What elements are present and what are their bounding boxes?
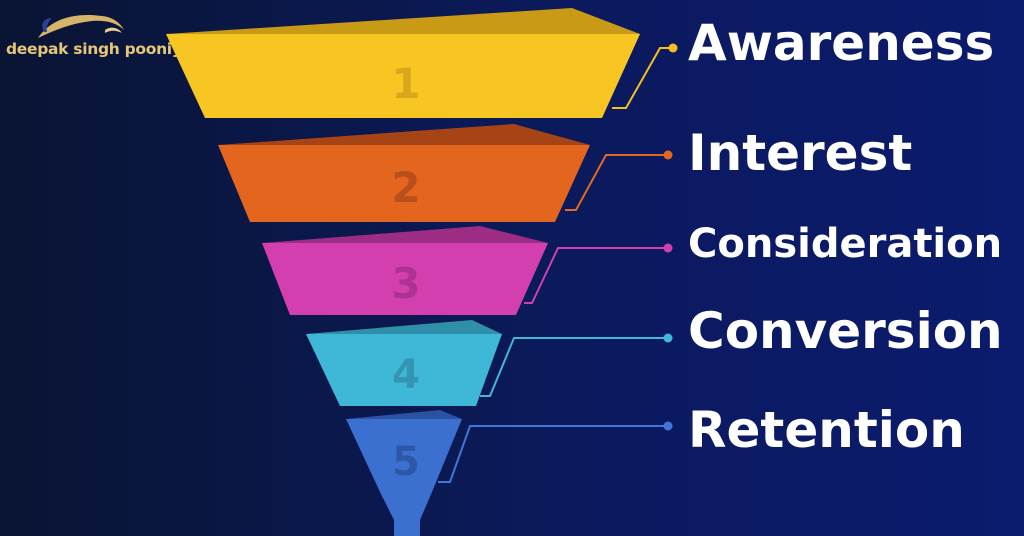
stage-1-label: Awareness xyxy=(688,14,995,72)
stage-5-front xyxy=(346,419,462,536)
stage-4-connector xyxy=(480,337,666,397)
stage-4-connector-dot xyxy=(663,333,673,343)
stage-3-connector-dot xyxy=(663,243,673,253)
funnel-stage-3: 3 xyxy=(262,226,673,315)
logo-swoosh-icon xyxy=(38,14,124,38)
funnel-stage-4: 4 xyxy=(306,320,673,406)
stage-3-number: 3 xyxy=(391,259,420,308)
stage-3-label: Consideration xyxy=(688,221,1003,267)
stage-2-front xyxy=(218,145,590,222)
stage-2-number: 2 xyxy=(391,163,420,212)
stage-5-label: Retention xyxy=(688,401,965,459)
logo-text: deepak singh pooniya xyxy=(6,40,192,58)
stage-4-top-face xyxy=(306,320,502,334)
funnel-stage-2: 2 xyxy=(218,124,673,222)
stage-4-number: 4 xyxy=(392,352,420,398)
brand-logo: deepak singh pooniya xyxy=(0,0,192,90)
stage-4-label: Conversion xyxy=(688,302,1003,360)
stage-1-connector xyxy=(612,47,672,109)
stage-2-top-face xyxy=(218,124,590,145)
funnel-stage-5: 5 xyxy=(346,410,673,536)
stage-1-connector-dot xyxy=(668,43,678,53)
funnel-stage-1: 1 xyxy=(166,8,678,118)
stage-2-connector-dot xyxy=(663,150,673,160)
stage-3-front xyxy=(262,243,548,315)
stage-1-number: 1 xyxy=(391,59,420,108)
stage-3-connector xyxy=(524,247,666,304)
stage-3-top-face xyxy=(262,226,548,243)
stage-1-top-face xyxy=(166,8,640,34)
stage-2-label: Interest xyxy=(688,124,913,182)
stage-4-front xyxy=(306,334,502,406)
stage-5-connector-dot xyxy=(663,421,673,431)
stage-5-connector xyxy=(438,425,666,483)
stage-5-top-face xyxy=(346,410,462,419)
stage-5-number: 5 xyxy=(392,439,420,485)
stage-1-front xyxy=(166,34,640,118)
stage-2-connector xyxy=(565,154,666,211)
